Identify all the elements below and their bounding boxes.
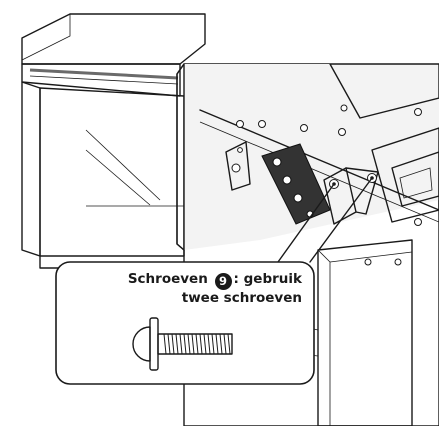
screw-illustration	[132, 317, 233, 371]
screw-thread	[207, 333, 211, 355]
screw-thread	[175, 333, 179, 355]
screw-thread	[187, 333, 191, 355]
screw-callout-label: Schroeven 9: gebruik twee schroeven	[70, 271, 302, 307]
callout-label-suffix: : gebruik	[233, 271, 302, 287]
screw-thread	[227, 333, 231, 355]
screw-thread	[199, 333, 203, 355]
screw-thread	[203, 333, 207, 355]
screw-thread	[179, 333, 183, 355]
callout-pointer-lines	[277, 177, 373, 263]
screw-thread	[167, 333, 171, 355]
callout-line-2: twee schroeven	[181, 290, 302, 306]
screw-number-badge: 9	[214, 273, 232, 290]
screw-thread	[163, 333, 167, 355]
callout-line-1: Schroeven 9: gebruik	[70, 271, 302, 290]
screw-thread	[223, 333, 227, 355]
screw-thread	[195, 333, 199, 355]
callout-label-prefix: Schroeven	[127, 271, 208, 287]
screw-callout-box	[55, 261, 315, 385]
screw-thread	[215, 333, 219, 355]
screw-thread	[211, 333, 215, 355]
screw-thread	[219, 333, 223, 355]
screw-thread	[183, 333, 187, 355]
screw-thread	[191, 333, 195, 355]
screw-thread	[171, 333, 175, 355]
